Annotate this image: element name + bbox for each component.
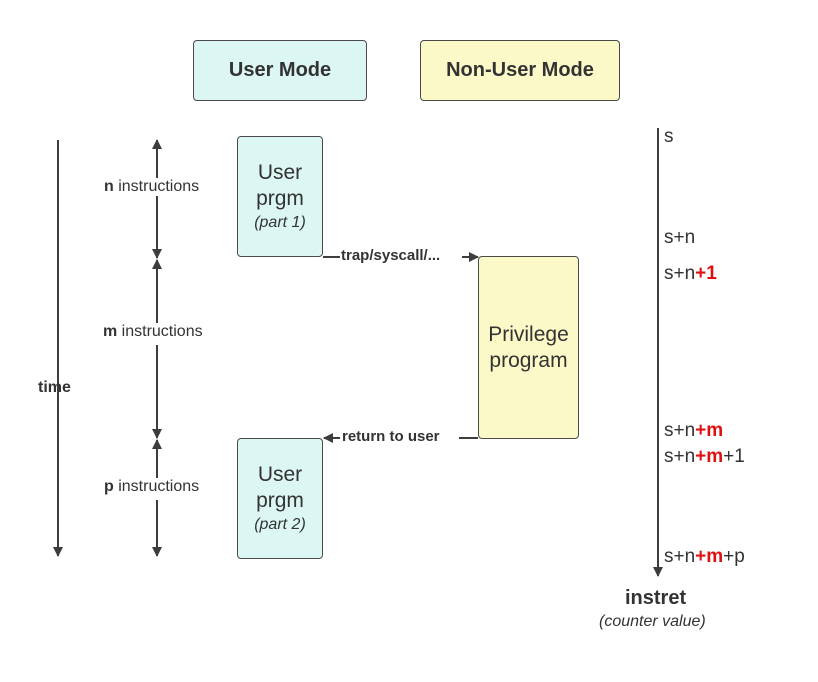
return-label: return to user	[342, 428, 440, 445]
p-instructions-label: p instructions	[104, 478, 200, 496]
non-user-mode-header: Non-User Mode	[420, 40, 620, 101]
counter-value-s-n-m: s+n+m	[664, 420, 724, 441]
user-program-part1-line2: prgm	[256, 186, 304, 210]
counter-value-s-n-m-p: s+n+m+p	[664, 546, 745, 567]
m-variable: m	[103, 323, 118, 340]
counter-value-s-n-1: s+n+1	[664, 263, 717, 284]
non-user-mode-label: Non-User Mode	[446, 59, 594, 81]
p-variable: p	[104, 478, 114, 495]
counter-value-s-n: s+n	[664, 227, 696, 248]
privilege-program-line2: program	[489, 348, 568, 372]
counter-value-s: s	[664, 126, 674, 147]
user-program-part1: User prgm (part 1)	[237, 136, 323, 257]
instret-subtitle: (counter value)	[599, 613, 706, 630]
user-program-part1-line1: User	[257, 160, 303, 184]
n-instructions-text: instructions	[113, 178, 200, 195]
n-instructions-label: n instructions	[104, 178, 200, 196]
time-label: time	[38, 379, 71, 396]
user-program-part2: User prgm (part 2)	[237, 438, 323, 559]
user-mode-label: User Mode	[228, 59, 332, 81]
privilege-program: Privilege program	[478, 256, 579, 439]
user-program-part1-sub: (part 1)	[254, 213, 306, 231]
user-mode-header: User Mode	[193, 40, 367, 101]
n-variable: n	[104, 178, 114, 195]
user-program-part2-line2: prgm	[256, 488, 304, 512]
privilege-program-line1: Privilege	[488, 322, 569, 346]
instret-title: instret	[625, 587, 687, 609]
trap-label: trap/syscall/...	[341, 247, 441, 264]
counter-value-s-n-m-1: s+n+m+1	[664, 446, 745, 467]
m-instructions-text: instructions	[117, 323, 203, 340]
user-program-part2-sub: (part 2)	[254, 515, 306, 533]
user-program-part2-line1: User	[257, 462, 303, 486]
m-instructions-label: m instructions	[103, 323, 203, 341]
p-instructions-text: instructions	[113, 478, 200, 495]
